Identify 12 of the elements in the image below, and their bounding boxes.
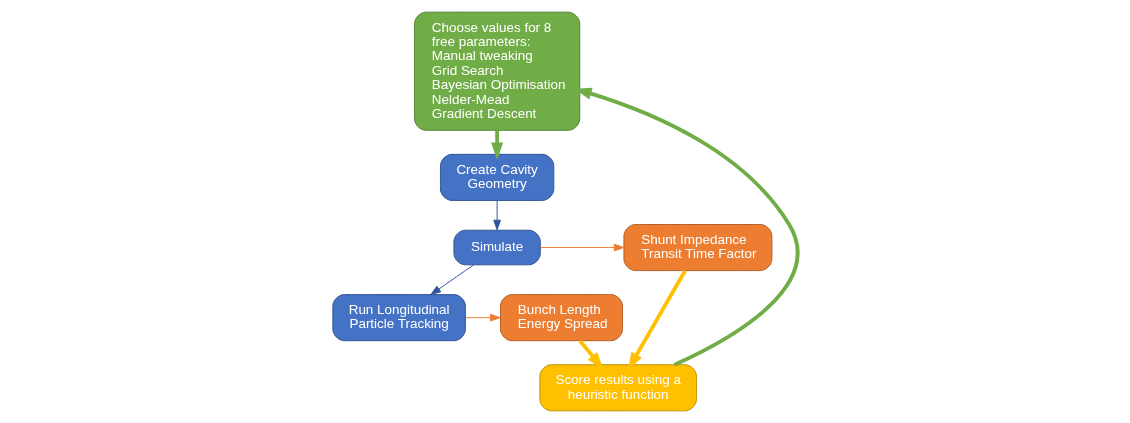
- arrow: [490, 130, 503, 160]
- arrow: [492, 200, 501, 231]
- arrow: [464, 313, 501, 322]
- node-box: Create Cavity Geometry: [439, 153, 554, 201]
- node-box: Simulate: [452, 229, 541, 266]
- node-box: Bunch Length Energy Spread: [499, 294, 623, 342]
- arrow: [539, 243, 624, 252]
- node-box: Shunt Impedance Transit Time Factor: [622, 224, 772, 272]
- arrow: [429, 264, 474, 296]
- node-box: Run Longitudinal Particle Tracking: [331, 294, 466, 342]
- node-box: Score results using a heuristic function: [538, 364, 697, 412]
- node-box: Choose values for 8 free parameters: Manual tweaking Grid Search Bayesian Optimisation Nelder-Mead Gradient Descent: [413, 11, 580, 131]
